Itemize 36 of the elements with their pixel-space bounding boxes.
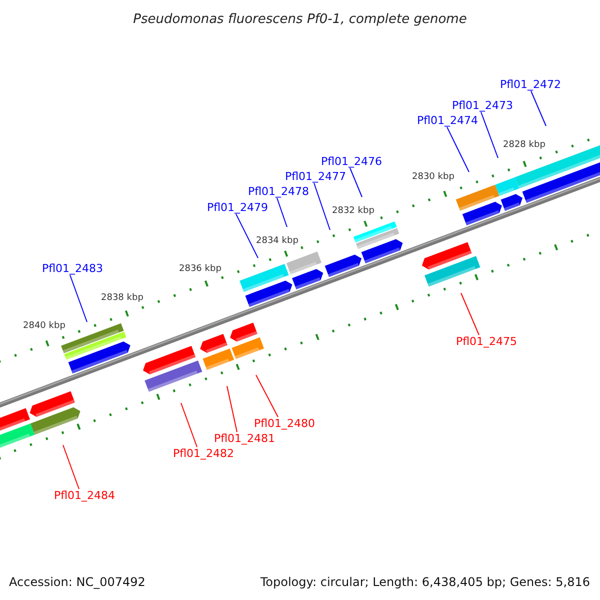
scale-label: 2836 kbp	[179, 264, 222, 275]
gene-label: Pfl01_2475	[456, 335, 518, 348]
leader-line	[350, 168, 362, 198]
gene-label: Pfl01_2482	[173, 447, 234, 460]
scale-label: 2840 kbp	[23, 321, 66, 332]
leader-line	[530, 90, 546, 126]
scale-label: 2832 kbp	[332, 206, 374, 217]
leader-line	[226, 386, 238, 432]
scale-label: 2830 kbp	[412, 172, 454, 183]
leader-line	[460, 292, 480, 336]
gene-label: Pfl01_2478	[248, 185, 310, 198]
gene-label: Pfl01_2479	[207, 201, 268, 214]
leader-line	[480, 112, 498, 158]
gene-label: Pfl01_2473	[452, 99, 514, 112]
scale-label: 2834 kbp	[256, 236, 298, 247]
leader-line	[70, 274, 88, 322]
diagram-title: Pseudomonas fluorescens Pf0-1, complete genome	[132, 11, 468, 29]
gene-label: Pfl01_2474	[417, 114, 478, 127]
footer-text: Topology: circular; Length: 6,438,405 bp; Genes: 5,816	[260, 574, 590, 591]
leader-line	[180, 402, 198, 448]
leader-line	[256, 374, 278, 418]
leader-line	[62, 444, 80, 490]
scale-label: 2828 kbp	[503, 140, 546, 151]
gene-label: Pfl01_2476	[321, 155, 382, 168]
gene-label: Pfl01_2472	[500, 78, 562, 91]
gene-label: Pfl01_2480	[254, 417, 316, 430]
gene-label: Pfl01_2481	[214, 432, 276, 445]
leader-line	[446, 126, 470, 172]
gene-label: Pfl01_2483	[42, 262, 104, 275]
leader-line	[236, 214, 258, 258]
leader-line	[314, 182, 330, 230]
gene-label: Pfl01_2477	[285, 170, 346, 183]
leader-line	[276, 198, 288, 228]
footer-text: Accession: NC_007492	[9, 574, 146, 591]
scale-label: 2838 kbp	[101, 293, 144, 304]
gene-label: Pfl01_2484	[54, 489, 116, 502]
